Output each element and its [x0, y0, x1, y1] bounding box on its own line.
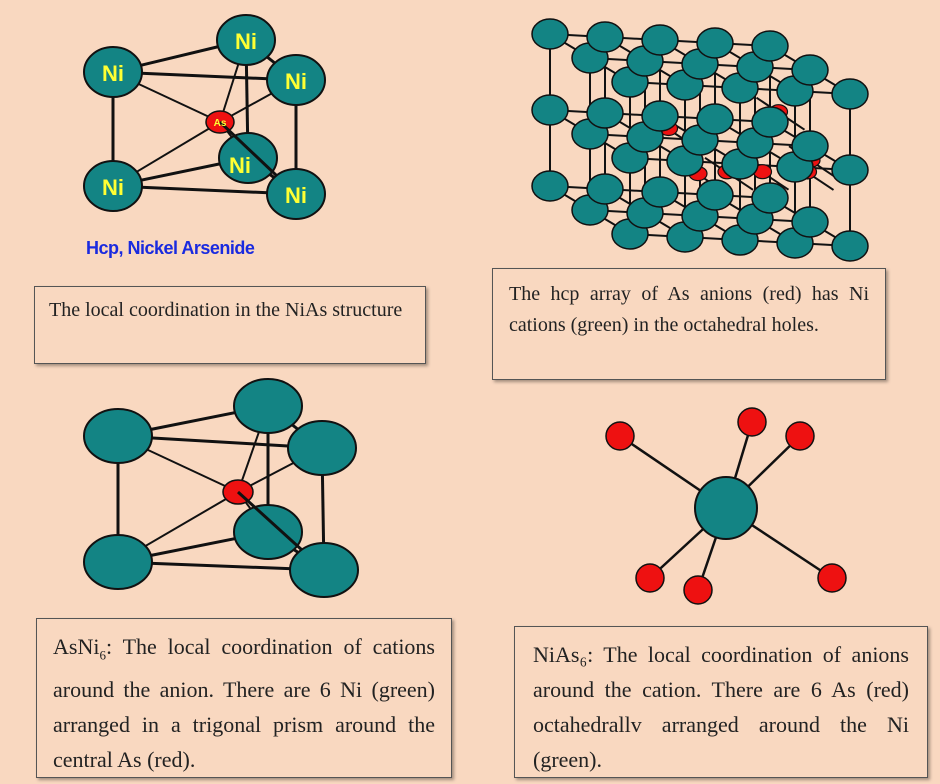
as-atom — [817, 563, 847, 593]
ni-label: Ni — [102, 175, 124, 200]
ni-atom — [289, 542, 359, 598]
ni-atom — [586, 21, 624, 53]
as-atom — [737, 407, 767, 437]
ni-atom — [83, 534, 153, 590]
ni-atom — [641, 24, 679, 56]
ni-atom — [641, 176, 679, 208]
ni-atom — [831, 154, 869, 186]
ni-atom — [216, 14, 276, 66]
asni6-subscript: 6 — [99, 647, 106, 663]
as-atom — [635, 563, 665, 593]
ni-atom — [586, 173, 624, 205]
ni-atom — [531, 170, 569, 202]
ni-atom — [831, 230, 869, 262]
ni-atom — [83, 160, 143, 212]
ni-label: Ni — [285, 69, 307, 94]
ni-atom — [751, 30, 789, 62]
ni-atom — [233, 378, 303, 434]
ni-label: Ni — [285, 183, 307, 208]
nias6-formula: NiAs₆ — [533, 642, 588, 667]
ni-atom — [586, 97, 624, 129]
ni-label: Ni — [235, 29, 257, 54]
caption-asni6: AsNi6: The local coordination of cations… — [36, 618, 452, 778]
as-atom — [785, 421, 815, 451]
ni-atom — [83, 46, 143, 98]
ni-atom — [531, 18, 569, 50]
ni-atom — [641, 100, 679, 132]
ni-atom — [696, 179, 734, 211]
ni-atom — [751, 106, 789, 138]
ni-atom — [791, 206, 829, 238]
as-atom — [605, 421, 635, 451]
ni-atom — [696, 27, 734, 59]
ni-atom — [751, 182, 789, 214]
ni-atom — [287, 420, 357, 476]
ni-atom — [791, 54, 829, 86]
ni-atom — [233, 504, 303, 560]
as-label: As — [214, 118, 227, 129]
nias6-text: : The local coordination of anions aroun… — [533, 642, 909, 772]
ni-label: Ni — [102, 61, 124, 86]
caption-local-coordination: The local coordination in the NiAs struc… — [34, 286, 426, 364]
asni6-text: : The local coordination of cations arou… — [53, 634, 435, 773]
ni-atom — [83, 408, 153, 464]
ni-atom — [266, 54, 326, 106]
caption-hcp-array: The hcp array of As anions (red) has Ni … — [492, 268, 886, 380]
as-atom — [683, 575, 713, 605]
asni6-formula: AsNi — [53, 634, 100, 659]
hcp-lattice — [531, 18, 869, 262]
structure-label: Hcp, Nickel Arsenide — [86, 238, 255, 258]
ni-label: Ni — [229, 153, 251, 178]
ni-atom — [831, 78, 869, 110]
ni-atom — [694, 476, 758, 540]
ni-atom — [696, 103, 734, 135]
ni-atom — [791, 130, 829, 162]
ni-atom — [266, 168, 326, 220]
caption-nias6: NiAs₆: The local coordination of anions … — [514, 626, 928, 778]
ni-atom — [531, 94, 569, 126]
ni-atom — [218, 132, 278, 184]
